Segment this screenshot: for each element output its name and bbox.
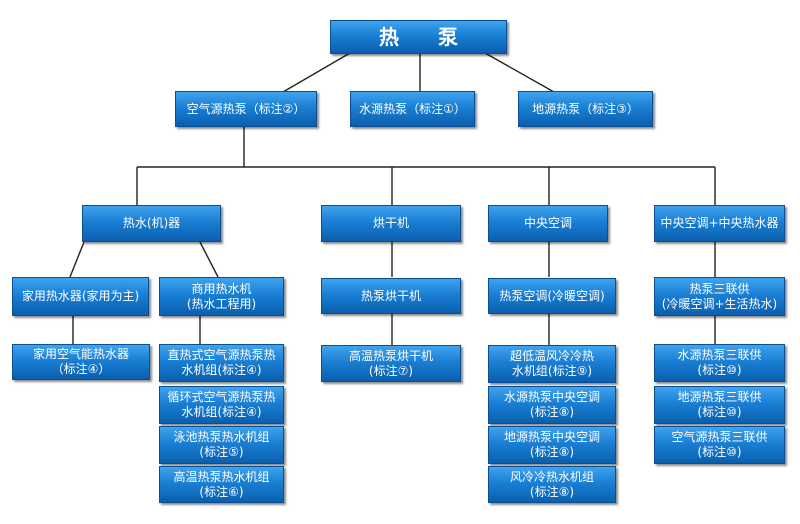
household-water-heater-node: 家用热水器(家用为主)	[12, 277, 149, 316]
triple-supply-label: 热泵三联供 (冷暖空调+生活热水)	[661, 281, 778, 311]
water-source-triple-node: 水源热泵三联供 (标注⑩)	[654, 344, 785, 382]
heat-pump-dryer-label: 热泵烘干机	[360, 288, 421, 303]
water-source-heat-pump-node: 水源热泵（标注①）	[350, 91, 475, 127]
hot-water-group-node: 热水(机)器	[82, 205, 221, 242]
central-ac-group-label: 中央空调	[523, 216, 572, 230]
high-temp-dryer-label: 高温热泵烘干机 (标注⑦)	[348, 348, 433, 378]
household-air-water-heater-label: 家用空气能热水器 （标注④）	[32, 347, 129, 376]
direct-heat-unit-node: 直热式空气源热泵热 水机组(标注④)	[159, 344, 284, 382]
water-source-triple-label: 水源热泵三联供 (标注⑩)	[677, 348, 762, 377]
ground-source-central-ac-label: 地源热泵中央空调 (标注⑧)	[503, 430, 600, 459]
household-water-heater-label: 家用热水器(家用为主)	[21, 289, 140, 303]
pool-heat-pump-label: 泳池热泵热水机组 (标注⑤)	[173, 430, 270, 459]
direct-heat-unit-label: 直热式空气源热泵热 水机组(标注④)	[167, 348, 276, 377]
hot-water-group-label: 热水(机)器	[122, 216, 181, 230]
cycle-heat-unit-label: 循环式空气源热泵热 水机组(标注④)	[167, 390, 276, 419]
air-source-label: 空气源热泵（标注②）	[186, 101, 306, 116]
air-source-triple-node: 空气源热泵三联供 (标注⑩)	[654, 426, 785, 464]
root-label: 热 泵	[379, 24, 474, 49]
air-source-triple-label: 空气源热泵三联供 (标注⑩)	[671, 430, 768, 459]
ultra-low-temp-unit-label: 超低温风冷冷热 水机组(标注⑨)	[509, 349, 594, 378]
water-source-central-ac-label: 水源热泵中央空调 (标注⑧)	[503, 390, 600, 419]
pool-heat-pump-node: 泳池热泵热水机组 (标注⑤)	[159, 426, 284, 464]
ground-source-central-ac-node: 地源热泵中央空调 (标注⑧)	[488, 426, 616, 464]
household-air-water-heater-node: 家用空气能热水器 （标注④）	[12, 344, 150, 380]
ground-source-triple-label: 地源热泵三联供 (标注⑩)	[677, 390, 762, 419]
ground-source-label: 地源热泵（标注③）	[532, 101, 639, 116]
ground-source-triple-node: 地源热泵三联供 (标注⑩)	[654, 386, 785, 424]
heat-pump-ac-node: 热泵空调(冷暖空调)	[488, 278, 616, 314]
combo-group-node: 中央空调+中央热水器	[654, 205, 785, 242]
combo-group-label: 中央空调+中央热水器	[660, 216, 779, 230]
triple-supply-node: 热泵三联供 (冷暖空调+生活热水)	[654, 277, 785, 316]
central-ac-group-node: 中央空调	[488, 205, 608, 242]
heat-pump-ac-label: 热泵空调(冷暖空调)	[499, 288, 605, 303]
high-temp-water-unit-label: 高温热泵热水机组 (标注⑥)	[173, 469, 270, 499]
air-source-heat-pump-node: 空气源热泵（标注②）	[175, 91, 317, 127]
ultra-low-temp-unit-node: 超低温风冷冷热 水机组(标注⑨)	[488, 345, 616, 383]
water-source-label: 水源热泵（标注①）	[359, 101, 466, 116]
high-temp-dryer-node: 高温热泵烘干机 (标注⑦)	[321, 345, 461, 382]
water-source-central-ac-node: 水源热泵中央空调 (标注⑧)	[488, 386, 616, 424]
ground-source-heat-pump-node: 地源热泵（标注③）	[518, 91, 653, 127]
air-cooled-unit-label: 风冷冷热水机组 (标注⑧)	[509, 469, 594, 499]
root-node: 热 泵	[330, 20, 507, 54]
cycle-heat-unit-node: 循环式空气源热泵热 水机组(标注④)	[159, 386, 284, 424]
dryer-group-node: 烘干机	[321, 205, 461, 242]
high-temp-water-unit-node: 高温热泵热水机组 (标注⑥)	[159, 466, 284, 503]
dryer-group-label: 烘干机	[372, 216, 409, 230]
commercial-water-heater-node: 商用热水机 (热水工程用)	[159, 277, 284, 316]
air-cooled-unit-node: 风冷冷热水机组 (标注⑧)	[488, 466, 616, 503]
heat-pump-dryer-node: 热泵烘干机	[321, 278, 461, 314]
commercial-water-heater-label: 商用热水机 (热水工程用)	[186, 281, 257, 311]
